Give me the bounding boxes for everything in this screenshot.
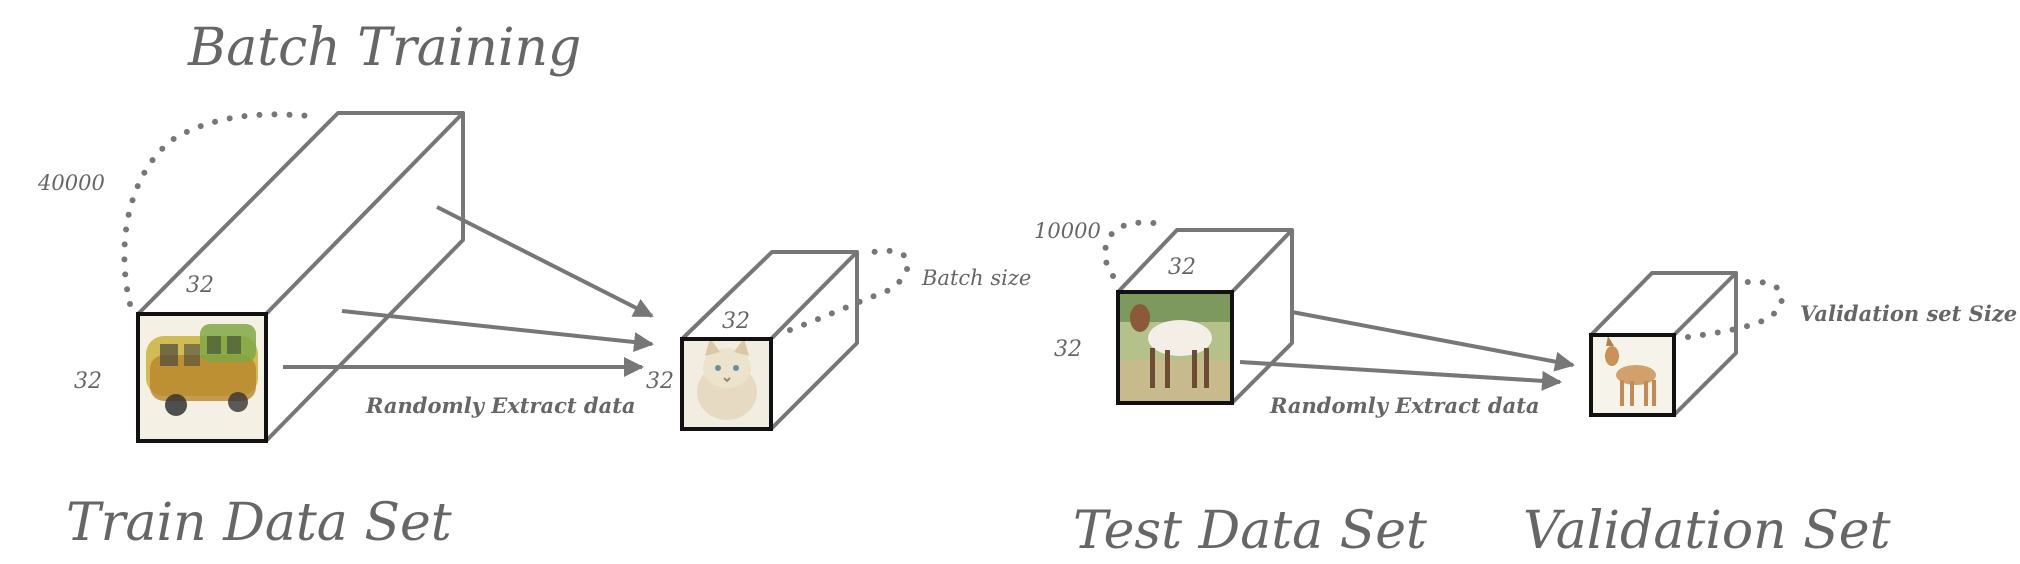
test-to-validation-arrow-1 <box>1291 310 1575 372</box>
validation-box-right-face <box>1672 273 1738 417</box>
train-count-brace <box>121 111 321 307</box>
train-height-label: 32 <box>74 369 102 394</box>
test-width-label: 32 <box>1168 255 1196 280</box>
horse-thumbnail <box>1118 292 1232 403</box>
test-front-face <box>1116 290 1234 405</box>
train-box-right-face <box>264 113 465 443</box>
test-to-validation-arrow-2 <box>1239 360 1562 391</box>
test-box-right-face <box>1230 230 1294 405</box>
test-data-set-title: Test Data Set <box>1073 501 1427 561</box>
train-data-box <box>136 111 465 443</box>
train-width-label: 32 <box>186 273 214 298</box>
randomly-extract-label-1: Randomly Extract data <box>365 393 636 418</box>
validation-size-label: Validation set Size <box>1800 301 2017 326</box>
dog-thumbnail <box>1605 336 1656 406</box>
validation-box <box>1589 271 1738 417</box>
batch-training-title: Batch Training <box>187 18 581 78</box>
validation-size-brace <box>1685 278 1785 340</box>
batch-box <box>680 250 859 431</box>
bus-thumbnail <box>146 324 258 416</box>
batch-front-face <box>680 337 773 431</box>
test-box-top-face <box>1116 228 1294 294</box>
randomly-extract-label-2: Randomly Extract data <box>1269 393 1540 418</box>
test-height-label: 32 <box>1054 337 1082 362</box>
test-count-label: 10000 <box>1034 219 1101 243</box>
train-count-label: 40000 <box>37 171 105 195</box>
batch-box-right-face <box>769 252 859 431</box>
train-box-top-face <box>136 111 465 316</box>
batch-width-label: 32 <box>722 309 750 334</box>
test-count-brace <box>1102 219 1171 279</box>
batch-size-label: Batch size <box>921 266 1031 290</box>
cat-thumbnail <box>697 338 757 420</box>
test-data-box <box>1116 228 1294 405</box>
validation-set-title: Validation Set <box>1523 501 1891 561</box>
validation-front-face <box>1589 333 1676 417</box>
batch-height-label: 32 <box>646 369 674 394</box>
batch-box-top-face <box>680 250 859 341</box>
train-to-batch-arrow-1 <box>436 205 654 318</box>
train-front-face <box>136 312 268 443</box>
train-to-batch-arrow-2 <box>341 309 654 353</box>
validation-box-top-face <box>1589 271 1738 337</box>
train-data-set-title: Train Data Set <box>66 493 452 553</box>
